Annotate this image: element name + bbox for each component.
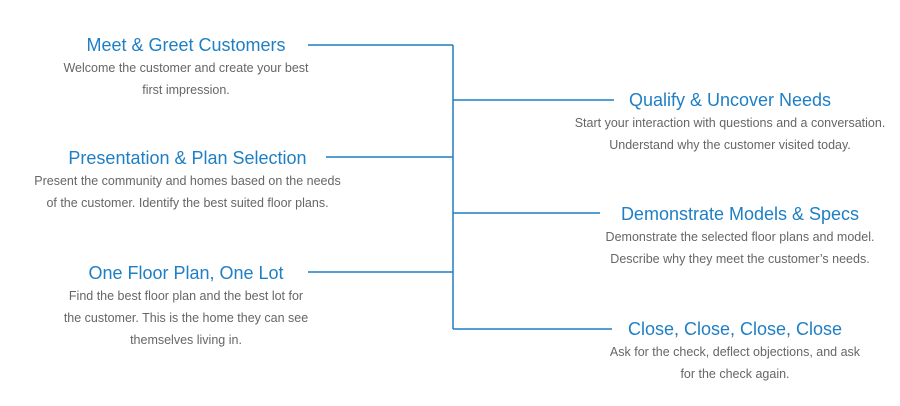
step-close: Close, Close, Close, Close Ask for the c… xyxy=(582,318,888,385)
step-presentation: Presentation & Plan Selection Present th… xyxy=(10,147,365,214)
step-description: Ask for the check, deflect objections, a… xyxy=(582,341,888,385)
step-title: Qualify & Uncover Needs xyxy=(628,90,832,110)
step-description: Welcome the customer and create your bes… xyxy=(46,57,326,101)
step-description: Start your interaction with questions an… xyxy=(552,112,900,156)
step-description: Find the best floor plan and the best lo… xyxy=(40,285,332,351)
step-description-line: Describe why they meet the customer’s ne… xyxy=(610,252,870,266)
step-description-line: Understand why the customer visited toda… xyxy=(609,138,851,152)
step-description-line: Welcome the customer and create your bes… xyxy=(63,61,309,75)
step-description-line: Start your interaction with questions an… xyxy=(574,116,886,130)
step-description-line: Demonstrate the selected floor plans and… xyxy=(605,230,875,244)
step-description-line: Find the best floor plan and the best lo… xyxy=(68,289,304,303)
step-demonstrate: Demonstrate Models & Specs Demonstrate t… xyxy=(578,203,900,270)
step-description-line: for the check again. xyxy=(680,367,790,381)
step-description-line: themselves living in. xyxy=(130,333,242,347)
step-qualify: Qualify & Uncover Needs Start your inter… xyxy=(552,89,900,156)
step-description-line: first impression. xyxy=(142,83,230,97)
step-title: Meet & Greet Customers xyxy=(86,35,286,55)
step-title: Close, Close, Close, Close xyxy=(627,319,843,339)
step-title: Presentation & Plan Selection xyxy=(68,148,307,168)
step-description-line: the customer. This is the home they can … xyxy=(63,311,309,325)
step-title: Demonstrate Models & Specs xyxy=(620,204,860,224)
step-description-line: Present the community and homes based on… xyxy=(34,174,341,188)
step-description-line: of the customer. Identify the best suite… xyxy=(46,196,329,210)
step-meet-greet: Meet & Greet Customers Welcome the custo… xyxy=(46,34,326,101)
step-description: Demonstrate the selected floor plans and… xyxy=(578,226,900,270)
step-description-line: Ask for the check, deflect objections, a… xyxy=(609,345,861,359)
step-title: One Floor Plan, One Lot xyxy=(88,263,284,283)
step-description: Present the community and homes based on… xyxy=(10,170,365,214)
step-one-floor-plan: One Floor Plan, One Lot Find the best fl… xyxy=(40,262,332,351)
